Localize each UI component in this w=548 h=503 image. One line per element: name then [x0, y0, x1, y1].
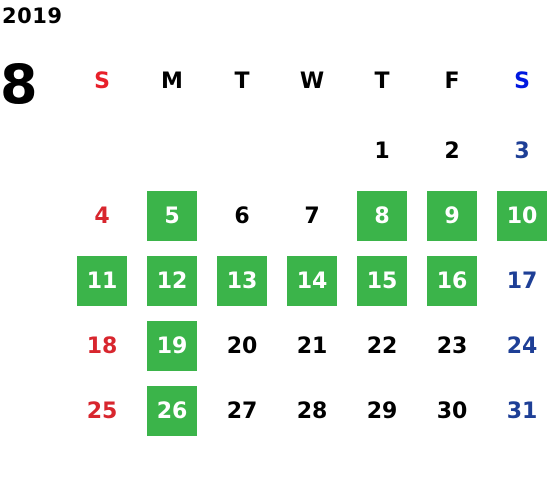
day-cell[interactable]: 16	[427, 256, 477, 306]
day-cell[interactable]: 14	[287, 256, 337, 306]
day-cell[interactable]: 3	[514, 138, 530, 164]
day-cell[interactable]: 8	[357, 191, 407, 241]
day-cell[interactable]: 7	[304, 203, 320, 229]
day-cell[interactable]: 24	[506, 333, 538, 359]
month-label: 8	[0, 53, 38, 116]
day-cell[interactable]: 19	[147, 321, 197, 371]
day-cell[interactable]: 25	[86, 398, 118, 424]
day-cell[interactable]: 4	[94, 203, 110, 229]
day-cell[interactable]: 10	[497, 191, 547, 241]
day-cell[interactable]: 23	[436, 333, 468, 359]
weekday-header-mon: M	[161, 68, 183, 94]
day-cell[interactable]: 20	[226, 333, 258, 359]
day-cell[interactable]: 22	[366, 333, 398, 359]
day-cell[interactable]: 17	[506, 268, 538, 294]
day-cell[interactable]: 15	[357, 256, 407, 306]
day-cell[interactable]: 28	[296, 398, 328, 424]
year-label: 2019	[2, 4, 63, 28]
weekday-header-wed: W	[299, 68, 325, 94]
day-cell[interactable]: 9	[427, 191, 477, 241]
day-cell[interactable]: 30	[436, 398, 468, 424]
day-cell[interactable]: 6	[234, 203, 250, 229]
day-cell[interactable]: 31	[506, 398, 538, 424]
weekday-header-sun: S	[94, 68, 110, 94]
weekday-header-fri: F	[444, 68, 460, 94]
day-cell[interactable]: 18	[86, 333, 118, 359]
day-cell[interactable]: 5	[147, 191, 197, 241]
weekday-header-sat: S	[514, 68, 530, 94]
day-cell[interactable]: 2	[444, 138, 460, 164]
day-cell[interactable]: 29	[366, 398, 398, 424]
day-cell[interactable]: 11	[77, 256, 127, 306]
day-cell[interactable]: 27	[226, 398, 258, 424]
day-cell[interactable]: 1	[374, 138, 390, 164]
weekday-header-thu: T	[374, 68, 390, 94]
day-cell[interactable]: 13	[217, 256, 267, 306]
day-cell[interactable]: 21	[296, 333, 328, 359]
day-cell[interactable]: 12	[147, 256, 197, 306]
weekday-header-tue: T	[234, 68, 250, 94]
day-cell[interactable]: 26	[147, 386, 197, 436]
